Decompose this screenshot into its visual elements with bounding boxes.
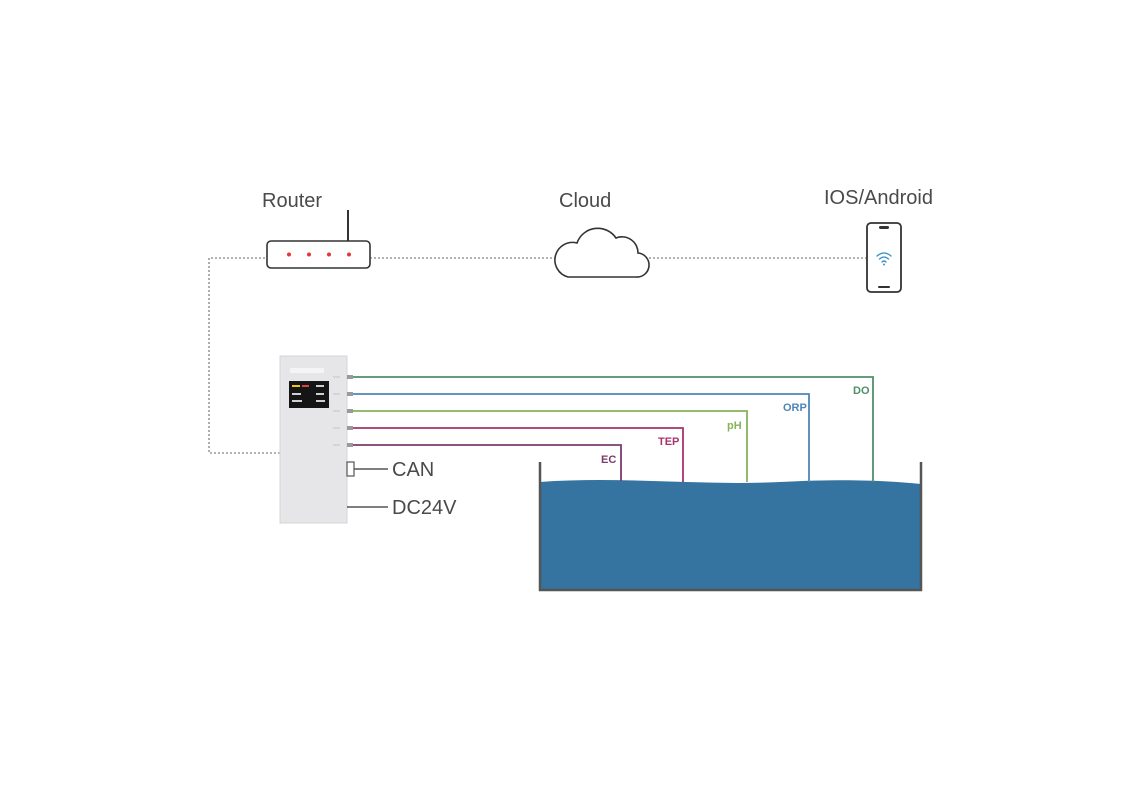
cable-do	[352, 376, 874, 482]
router-label: Router	[262, 190, 322, 212]
router-led	[307, 252, 311, 257]
wifi-icon	[876, 252, 892, 263]
sensor-cables	[352, 376, 874, 482]
sensor-port	[347, 443, 353, 447]
controller-top-strip	[290, 368, 324, 373]
sensor-label-ec: EC	[601, 454, 616, 466]
phone-home-bar	[878, 286, 890, 288]
phone-camera	[879, 226, 889, 229]
network-links	[208, 257, 867, 454]
sensor-ports	[347, 375, 353, 447]
sensor-port	[347, 375, 353, 379]
can-label: CAN	[392, 459, 434, 481]
router-led	[327, 252, 331, 257]
cable-tep	[352, 427, 684, 482]
sensor-port	[347, 409, 353, 413]
router-led	[347, 252, 351, 257]
screen-reading	[292, 385, 300, 387]
screen-reading	[302, 385, 309, 387]
sensor-label-orp: ORP	[783, 402, 807, 414]
cable-ec	[352, 444, 622, 481]
screen-reading	[316, 400, 325, 402]
water	[540, 480, 921, 590]
router: Router	[262, 190, 371, 269]
sensor-port	[347, 426, 353, 430]
phone: IOS/Android	[824, 187, 933, 293]
phone-label: IOS/Android	[824, 187, 933, 209]
sensor-labels: DO ORP pH TEP EC	[601, 385, 870, 466]
cloud: Cloud	[554, 190, 650, 278]
cloud-label: Cloud	[559, 190, 611, 212]
sensor-label-do: DO	[853, 385, 870, 397]
controller-router-link	[208, 257, 280, 454]
router-body	[266, 240, 371, 269]
screen-reading	[316, 385, 324, 387]
controller-device: CAN DC24V	[279, 355, 457, 524]
sensor-label-ph: pH	[727, 420, 742, 432]
power-label: DC24V	[392, 497, 457, 519]
screen-reading	[316, 393, 324, 395]
cable-ph	[352, 410, 748, 482]
water-tank	[538, 462, 923, 592]
cloud-icon	[554, 227, 650, 278]
can-port	[346, 461, 355, 477]
sensor-label-tep: TEP	[658, 436, 679, 448]
cable-orp	[352, 393, 810, 482]
screen-reading	[292, 393, 301, 395]
tank-walls	[538, 462, 923, 592]
screen-reading	[292, 400, 302, 402]
port-markings	[333, 376, 340, 446]
router-led	[287, 252, 291, 257]
wifi-dot	[883, 263, 885, 266]
sensor-port	[347, 392, 353, 396]
